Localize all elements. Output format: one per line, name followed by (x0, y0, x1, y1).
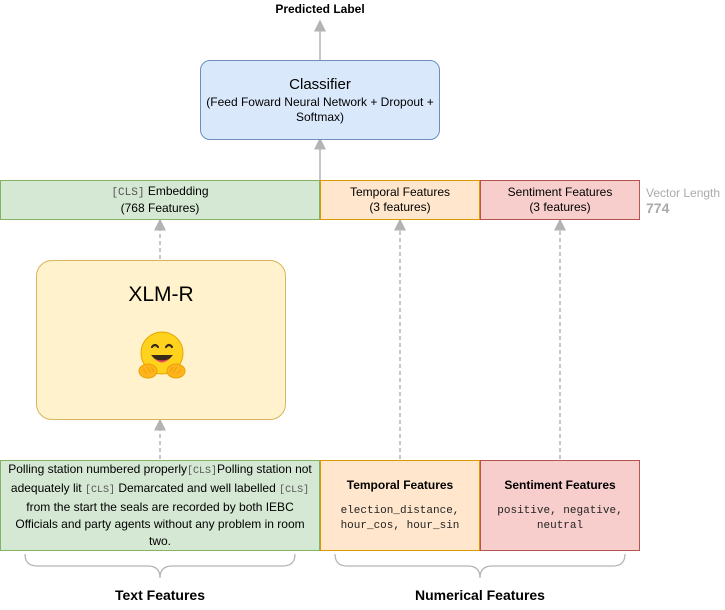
embedding-box: [CLS] Embedding (768 Features) (0, 180, 320, 220)
sentiment-input-title: Sentiment Features (504, 477, 616, 492)
embedding-count: (768 Features) (120, 201, 200, 215)
temporal-input-items: election_distance, hour_cos, hour_sin (340, 504, 460, 532)
cls-token: [CLS] (84, 485, 115, 496)
sentiment-input-items: positive, negative, neutral (497, 504, 623, 532)
brace-text-features (24, 553, 296, 579)
hugging-face-icon (138, 331, 186, 379)
xlmr-encoder-box: XLM-R (36, 260, 286, 420)
cls-token: [CLS] (187, 466, 218, 477)
text-segment: Polling station numbered properly (8, 462, 188, 476)
text-segment: Demarcated and well labelled (118, 481, 276, 495)
cls-token-tag: [CLS] (111, 187, 145, 199)
embedding-heading: [CLS] Embedding (111, 184, 208, 201)
sentiment-input-box: Sentiment Features positive, negative, n… (480, 460, 640, 551)
text-segment: from the start the seals are recorded by… (15, 500, 305, 548)
vector-length-value: 774 (646, 200, 670, 216)
numerical-features-group-label: Numerical Features (415, 587, 545, 603)
temporal-features-title: Temporal Features (349, 185, 451, 199)
text-input-box: Polling station numbered properly[CLS]Po… (0, 460, 320, 551)
vector-length-label: Vector Length (646, 186, 721, 200)
temporal-features-count: (3 features) (369, 200, 431, 214)
sentiment-features-title: Sentiment Features (507, 185, 613, 199)
temporal-input-title: Temporal Features (346, 477, 454, 492)
sentiment-features-count: (3 features) (529, 200, 591, 214)
classifier-subtitle: (Feed Foward Neural Network + Dropout + … (206, 94, 434, 124)
text-input-content: Polling station numbered properly[CLS]Po… (5, 461, 315, 550)
cls-token: [CLS] (279, 485, 310, 496)
temporal-input-box: Temporal Features election_distance, hou… (320, 460, 480, 551)
text-features-group-label: Text Features (115, 587, 205, 603)
embedding-title: Embedding (147, 184, 209, 198)
sentiment-features-box: Sentiment Features (3 features) (480, 180, 640, 220)
vector-length: Vector Length 774 (646, 186, 725, 217)
xlmr-title: XLM-R (128, 283, 194, 306)
classifier-box: Classifier (Feed Foward Neural Network +… (200, 60, 440, 140)
brace-numerical-features (334, 553, 626, 579)
predicted-label: Predicted Label (275, 2, 365, 16)
temporal-features-box: Temporal Features (3 features) (320, 180, 480, 220)
text-segment: Polling station not adequately lit (10, 462, 312, 495)
classifier-title: Classifier (289, 75, 351, 93)
